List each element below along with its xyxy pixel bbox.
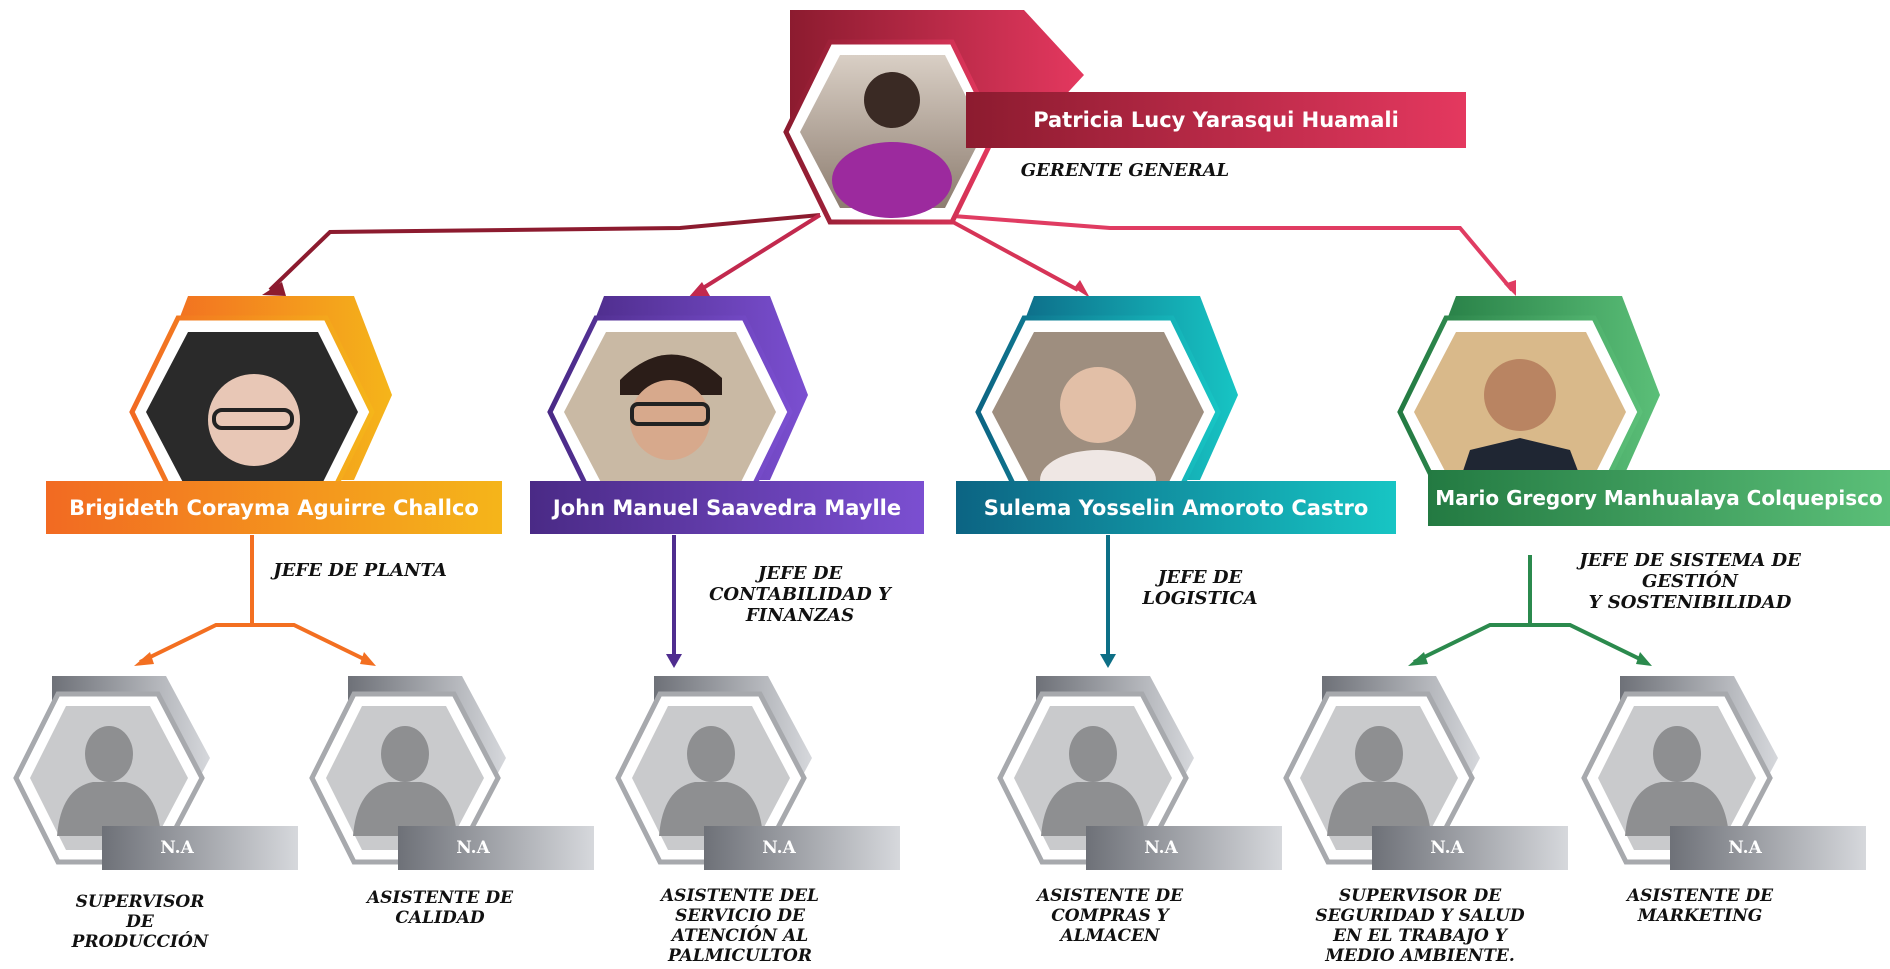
name-bar-3 [1428,470,1890,526]
photo-glasses [212,408,294,430]
staff-name-bar [1670,826,1866,870]
photo-hair [620,354,722,395]
user-silhouette-icon [687,726,735,782]
node-staff-5 [1581,676,1866,870]
node-manager-2 [956,296,1396,534]
user-silhouette-icon [1653,726,1701,782]
connector-mgr3-split [1413,555,1647,664]
staff-role-1: ASISTENTE DE CALIDAD [366,888,514,928]
user-silhouette-body [659,782,763,836]
user-silhouette-body [353,782,457,836]
manager-name-0: Brigideth Corayma Aguirre Challco [69,495,479,520]
user-silhouette-body [57,782,161,836]
photo-head [864,72,920,128]
photo-face [208,374,300,466]
gm-name: Patricia Lucy Yarasqui Huamali [1033,108,1399,132]
staff-name-5: N.A [1728,838,1762,858]
name-bar-2 [956,481,1396,534]
user-silhouette-body [1625,782,1729,836]
name-bar-0 [46,481,502,534]
user-silhouette-icon [381,726,429,782]
connector-gm-2 [939,213,1079,292]
node-staff-4 [1283,676,1568,870]
connector-mgr0-split [139,535,371,664]
photo-body [832,142,952,218]
staff-name-2: N.A [762,838,796,858]
arrowhead [1504,280,1516,296]
arrowhead [360,652,376,666]
arrowhead [666,654,682,668]
node-staff-1 [309,676,594,870]
arrowhead [262,282,286,296]
staff-role-3: ASISTENTE DE COMPRAS Y ALMACEN [1036,886,1184,946]
photo-glasses [630,402,710,426]
user-silhouette-body [1041,782,1145,836]
node-manager-3 [1397,296,1890,526]
manager-role-3: JEFE DE SISTEMA DE GESTIÓN Y SOSTENIBILI… [1579,550,1801,613]
arrowhead [134,652,154,666]
manager-name-3: Mario Gregory Manhualaya Colquepisco [1435,486,1883,510]
node-manager-1 [530,296,924,534]
node-general-manager [783,10,1466,225]
connector-gm-1 [698,213,822,292]
staff-role-2: ASISTENTE DEL SERVICIO DE ATENCIÓN AL PA… [660,886,820,966]
manager-name-2: Sulema Yosselin Amoroto Castro [983,495,1369,520]
staff-name-0: N.A [160,838,194,858]
photo-face [630,380,710,460]
staff-name-bar [704,826,900,870]
staff-name-3: N.A [1144,838,1178,858]
staff-nodes [13,676,1866,870]
staff-name-4: N.A [1430,838,1464,858]
name-bar-gm [966,92,1466,148]
manager-role-1: JEFE DE CONTABILIDAD Y FINANZAS [709,563,891,626]
connector-gm-0 [268,213,821,292]
manager-role-0: JEFE DE PLANTA [273,560,447,581]
staff-role-5: ASISTENTE DE MARKETING [1626,886,1774,926]
arrowhead [688,282,710,298]
photo-face [1484,359,1556,431]
staff-name-1: N.A [456,838,490,858]
arrowhead [1074,280,1090,298]
manager-role-2: JEFE DE LOGISTICA [1142,567,1258,609]
arrowhead [1636,652,1652,666]
staff-name-bar [1086,826,1282,870]
user-silhouette-icon [1355,726,1403,782]
arrowhead [1408,652,1428,666]
user-silhouette-icon [85,726,133,782]
staff-name-bar [1372,826,1568,870]
node-staff-3 [997,676,1282,870]
staff-role-0: SUPERVISOR DE PRODUCCIÓN [71,892,209,952]
arrowhead [1100,654,1116,668]
manager-name-1: John Manuel Saavedra Maylle [552,495,902,520]
connector-gm-3 [939,213,1514,292]
photo-face [1060,367,1136,443]
connectors [139,213,1647,664]
node-manager-0 [46,296,502,534]
staff-name-bar [102,826,298,870]
node-staff-2 [615,676,900,870]
staff-name-bar [398,826,594,870]
gm-role: GERENTE GENERAL [1020,160,1230,181]
node-staff-0 [13,676,298,870]
user-silhouette-icon [1069,726,1117,782]
arrowheads [134,280,1652,668]
staff-role-4: SUPERVISOR DE SEGURIDAD Y SALUD EN EL TR… [1315,886,1525,966]
user-silhouette-body [1327,782,1431,836]
name-bar-1 [530,481,924,534]
